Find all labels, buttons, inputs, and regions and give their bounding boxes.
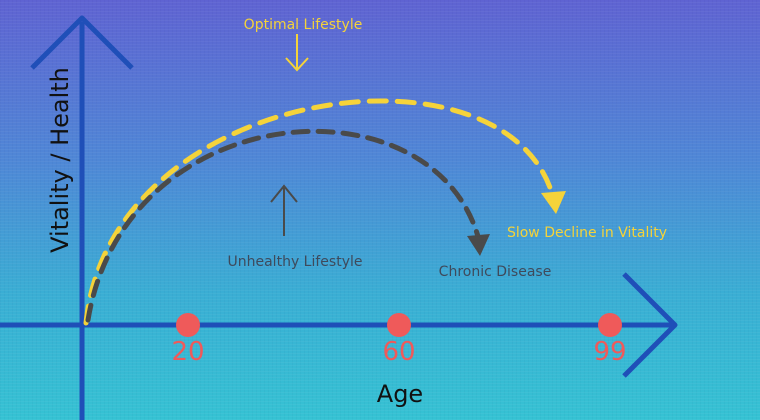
unhealthy-up-arrow-head [270, 184, 298, 203]
y-axis-arrowhead [30, 15, 134, 70]
tick-dot-60 [387, 313, 411, 337]
chronic-disease-label: Chronic Disease [439, 264, 552, 280]
optimal-curve-arrowhead [541, 191, 566, 214]
unhealthy-curve-arrowhead [467, 234, 490, 256]
x-axis-label: Age [377, 380, 423, 408]
tick-dot-20 [176, 313, 200, 337]
tick-label-20: 20 [171, 337, 204, 367]
unhealthy-lifestyle-curve [85, 128, 482, 323]
slow-decline-label: Slow Decline in Vitality [507, 225, 667, 241]
tick-label-60: 60 [382, 337, 415, 367]
x-axis-arrowhead [622, 272, 678, 378]
y-axis-label: Vitality / Health [46, 67, 74, 253]
optimal-lifestyle-label: Optimal Lifestyle [244, 17, 363, 33]
optimal-peak-arrow-head [285, 57, 309, 72]
optimal-lifestyle-curve [83, 98, 558, 326]
tick-label-99: 99 [593, 337, 626, 367]
tick-dot-99 [598, 313, 622, 337]
unhealthy-lifestyle-label: Unhealthy Lifestyle [228, 254, 363, 270]
